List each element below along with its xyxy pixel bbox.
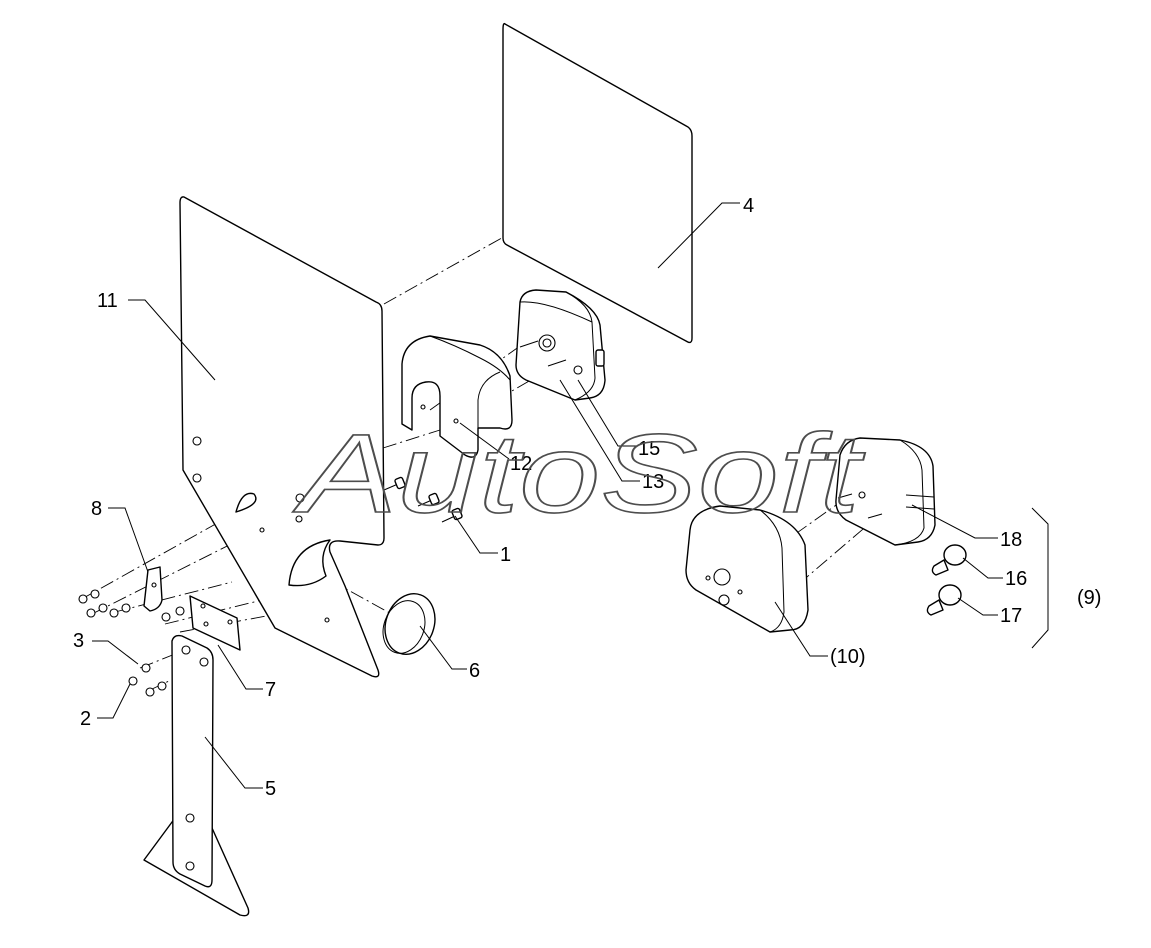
clamp-plate-part-7 bbox=[189, 595, 241, 651]
callout-part-10: (10) bbox=[830, 646, 866, 668]
post-part-5 bbox=[143, 634, 250, 917]
callout-part-11: 11 bbox=[97, 290, 118, 312]
callout-labels: 4 11 12 15 13 8 1 3 7 2 6 5 18 16 (9) 17… bbox=[73, 195, 1101, 800]
callout-part-18: 18 bbox=[1000, 529, 1022, 551]
watermark: AutoSoft bbox=[292, 411, 865, 536]
screw bbox=[441, 507, 463, 523]
callout-part-9: (9) bbox=[1077, 587, 1101, 609]
bulb-part-16 bbox=[931, 544, 967, 576]
leader-lines bbox=[92, 202, 1049, 789]
bracket-part-8 bbox=[143, 566, 163, 612]
reflector-disc-part-6 bbox=[382, 593, 436, 655]
callout-part-5: 5 bbox=[265, 778, 276, 800]
callout-part-12: 12 bbox=[510, 453, 532, 475]
callout-part-4: 4 bbox=[743, 195, 754, 217]
mounting-plate-part-11 bbox=[179, 196, 385, 678]
cover-part-12 bbox=[401, 335, 513, 458]
panel-part-4 bbox=[502, 22, 693, 344]
bulb-part-17 bbox=[926, 584, 962, 616]
callout-part-13: 13 bbox=[642, 471, 664, 493]
callout-part-2: 2 bbox=[80, 708, 91, 730]
screw bbox=[417, 492, 440, 507]
callout-part-17: 17 bbox=[1000, 605, 1022, 627]
callout-part-3: 3 bbox=[73, 630, 84, 652]
callout-part-16: 16 bbox=[1005, 568, 1027, 590]
lamp-left-parts-13-15 bbox=[515, 289, 606, 401]
lamp-right-part-18 bbox=[835, 437, 936, 546]
callout-part-15: 15 bbox=[638, 438, 660, 460]
callout-part-6: 6 bbox=[469, 660, 480, 682]
callout-part-8: 8 bbox=[91, 498, 102, 520]
screw bbox=[383, 476, 406, 491]
nuts-washers-parts-2-3 bbox=[78, 589, 185, 697]
housing-part-10 bbox=[685, 505, 809, 633]
callout-part-7: 7 bbox=[265, 679, 276, 701]
screws-part-1 bbox=[383, 476, 463, 523]
callout-part-1: 1 bbox=[500, 544, 511, 566]
